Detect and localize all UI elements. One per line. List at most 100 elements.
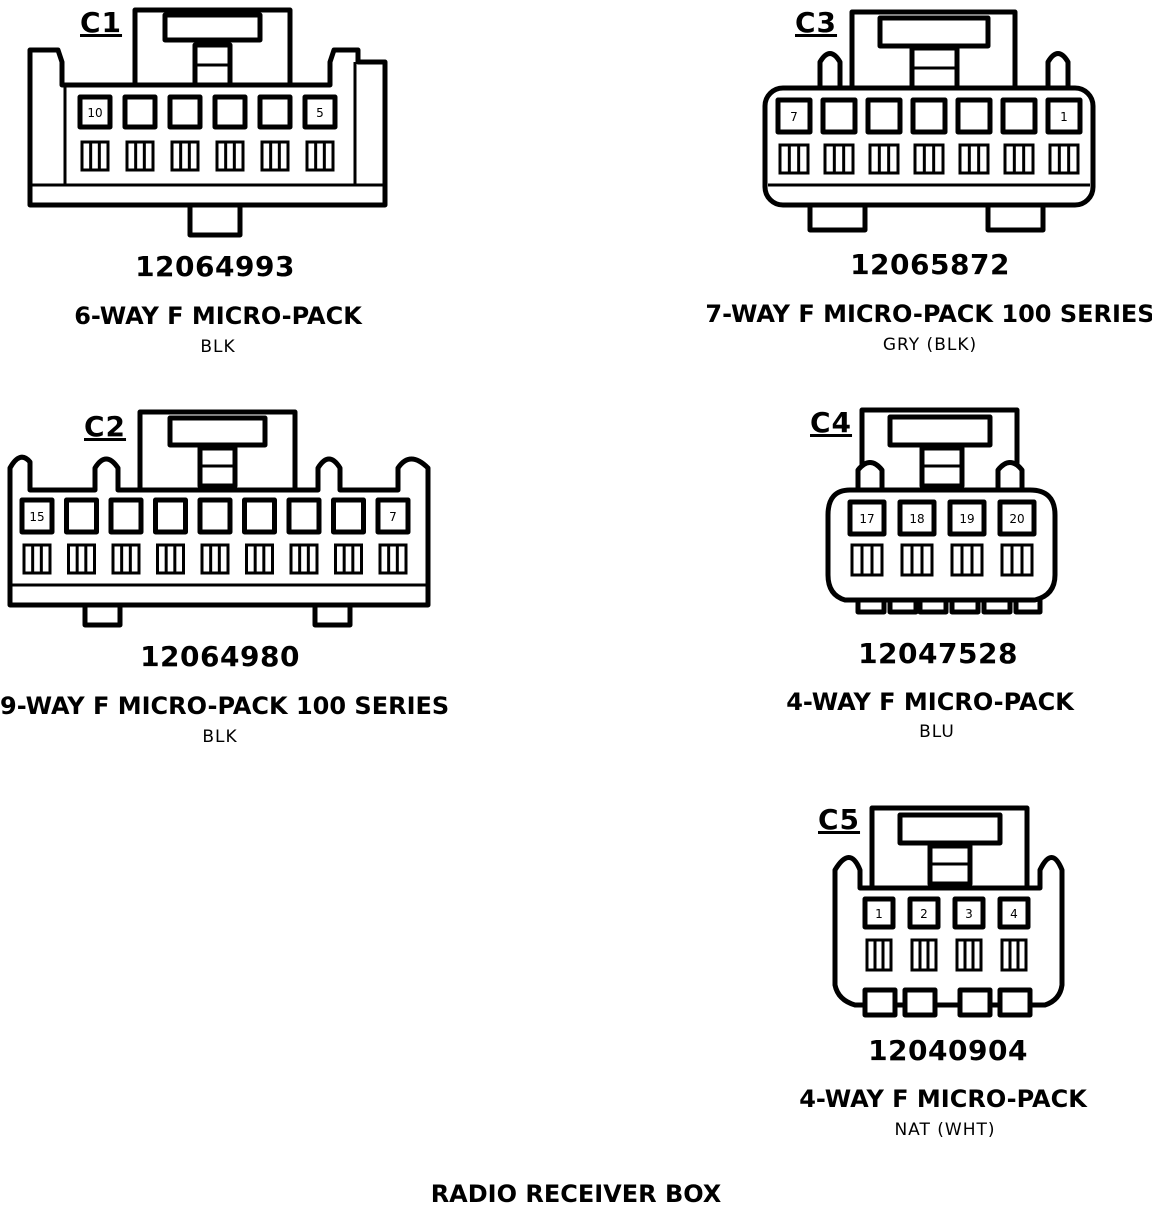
c2-terminal xyxy=(200,543,230,575)
c3-cavity xyxy=(775,97,813,135)
c4-description: 4-WAY F MICRO-PACK xyxy=(786,688,1074,716)
c1-terminal xyxy=(305,140,335,172)
c3-cavity xyxy=(865,97,903,135)
c4-part-number: 12047528 xyxy=(858,637,1018,670)
c2-terminal xyxy=(334,543,363,575)
c1-tag: C1 xyxy=(80,6,123,39)
c2-cavity xyxy=(19,497,55,535)
c1-cavity xyxy=(257,94,293,130)
c4-cavity xyxy=(947,499,987,537)
c3-pin-number: 7 xyxy=(790,110,798,124)
c1-terminal xyxy=(260,140,290,172)
c1-cavity xyxy=(212,94,248,130)
c2-cavity xyxy=(153,497,188,535)
c1-connector-drawing: 10 5 xyxy=(27,7,388,238)
c5-terminal xyxy=(865,938,893,972)
c4-terminal xyxy=(1000,543,1034,577)
c5-cavity xyxy=(907,896,941,930)
c1-cavity xyxy=(302,94,338,130)
c3-terminal xyxy=(1003,143,1035,175)
c1-part-number: 12064993 xyxy=(135,250,295,283)
c3-terminal xyxy=(778,143,810,175)
c3-cavity xyxy=(820,97,858,135)
c2-terminal xyxy=(156,543,185,575)
c5-pin-number: 3 xyxy=(965,907,973,921)
c5-terminal xyxy=(1000,938,1028,972)
c5-pin-number: 4 xyxy=(1010,907,1018,921)
c5-terminal xyxy=(910,938,938,972)
c4-pin-number: 19 xyxy=(959,512,974,526)
c2-cavity xyxy=(64,497,99,535)
c1-terminal xyxy=(215,140,245,172)
c3-pin-number: 1 xyxy=(1060,110,1068,124)
c2-terminal xyxy=(378,543,408,575)
c4-pin-number: 20 xyxy=(1009,512,1024,526)
c4-cavity xyxy=(997,499,1037,537)
c2-terminal xyxy=(67,543,96,575)
c1-cavity xyxy=(77,94,113,130)
c1-terminal xyxy=(80,140,110,172)
c3-terminal xyxy=(868,143,900,175)
c2-cavity xyxy=(108,497,144,535)
c3-terminal xyxy=(958,143,990,175)
c1-description: 6-WAY F MICRO-PACK xyxy=(74,302,362,330)
c1-pin-number: 10 xyxy=(87,106,102,120)
c5-terminal xyxy=(955,938,983,972)
diagram-caption: RADIO RECEIVER BOX xyxy=(430,1180,722,1208)
c2-cavity xyxy=(331,497,366,535)
c2-description: 9-WAY F MICRO-PACK 100 SERIES xyxy=(0,692,450,720)
c5-tag: C5 xyxy=(818,803,861,836)
c2-cavity xyxy=(375,497,411,535)
c3-terminal xyxy=(823,143,855,175)
c1-cavity xyxy=(122,94,158,130)
c2-cavity xyxy=(197,497,233,535)
c2-cavity xyxy=(286,497,322,535)
c2-color: BLK xyxy=(202,727,238,747)
c5-color: NAT (WHT) xyxy=(894,1120,996,1140)
c5-pin-number: 1 xyxy=(875,907,883,921)
c2-terminal xyxy=(289,543,319,575)
c3-cavity xyxy=(1000,97,1038,135)
c3-tag: C3 xyxy=(795,6,838,39)
c5-cavity xyxy=(997,896,1031,930)
c4-pin-number: 17 xyxy=(859,512,874,526)
c4-color: BLU xyxy=(919,722,955,742)
c1-terminal xyxy=(170,140,200,172)
c1-pin-number: 5 xyxy=(316,106,324,120)
c3-terminal xyxy=(913,143,945,175)
c4-connector-drawing: 17 18 19 20 xyxy=(825,407,1058,615)
c5-cavity xyxy=(862,896,896,930)
c2-part-number: 12064980 xyxy=(140,640,300,673)
c2-terminal xyxy=(245,543,274,575)
c3-cavity xyxy=(955,97,993,135)
c2-cavity xyxy=(242,497,277,535)
c2-tag: C2 xyxy=(84,410,127,443)
c2-terminal xyxy=(22,543,52,575)
c5-cavity xyxy=(952,896,986,930)
c5-description: 4-WAY F MICRO-PACK xyxy=(799,1085,1087,1113)
c1-terminal xyxy=(125,140,155,172)
c2-connector-drawing: 15 7 xyxy=(7,409,431,628)
c5-connector-drawing: 1 2 3 4 xyxy=(832,805,1065,1018)
c5-pin-number: 2 xyxy=(920,907,928,921)
c4-terminal xyxy=(900,543,934,577)
c2-pin-number: 15 xyxy=(29,510,44,524)
c4-tag: C4 xyxy=(810,406,853,439)
c2-terminal xyxy=(111,543,141,575)
c1-color: BLK xyxy=(200,337,236,357)
c1-cavity xyxy=(167,94,203,130)
c5-part-number: 12040904 xyxy=(868,1034,1028,1067)
c3-color: GRY (BLK) xyxy=(882,335,978,355)
c4-cavity xyxy=(847,499,887,537)
c2-pin-number: 7 xyxy=(389,510,397,524)
c4-terminal xyxy=(950,543,984,577)
c4-cavity xyxy=(897,499,937,537)
c3-description: 7-WAY F MICRO-PACK 100 SERIES xyxy=(705,300,1152,328)
c3-terminal xyxy=(1048,143,1080,175)
c3-cavity xyxy=(910,97,948,135)
c3-part-number: 12065872 xyxy=(850,248,1010,281)
c4-terminal xyxy=(850,543,884,577)
c4-pin-number: 18 xyxy=(909,512,924,526)
c3-cavity xyxy=(1045,97,1083,135)
